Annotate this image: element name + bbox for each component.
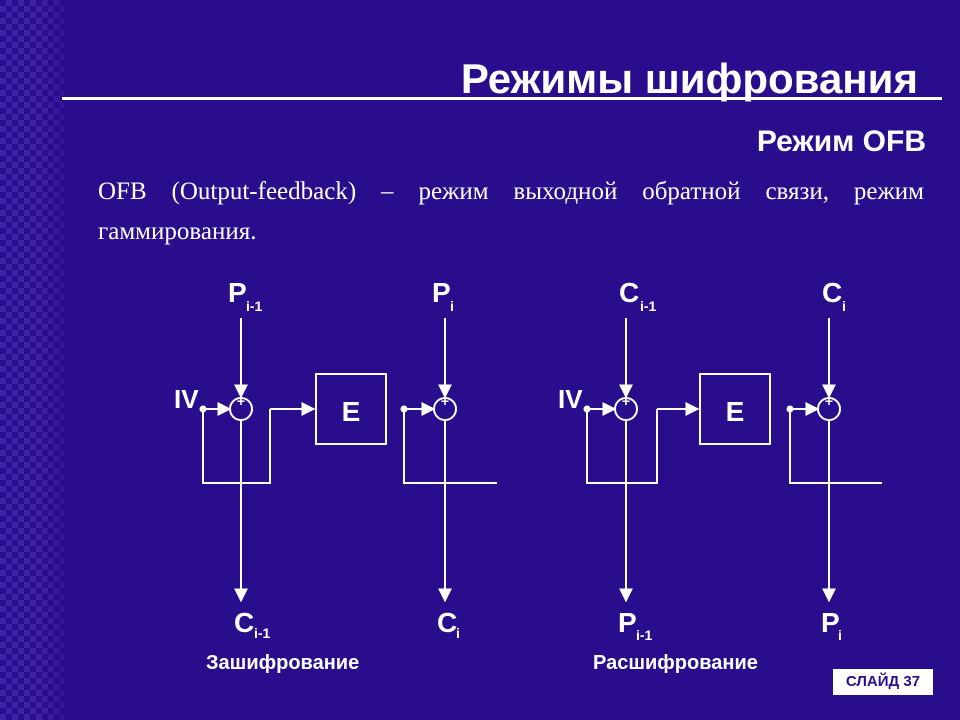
border-fade [40, 0, 80, 720]
dec-output2-label: P [821, 607, 840, 638]
encryption-caption: Зашифрование [206, 652, 360, 674]
svg-text:+: + [622, 393, 630, 409]
enc-block-label: E [342, 396, 361, 427]
dec-output2-sub: i [838, 627, 842, 643]
encryption-block-e [315, 373, 387, 445]
slide-number-badge: СЛАЙД 37 [831, 667, 935, 697]
svg-text:+: + [441, 393, 449, 409]
dec-block-label: E [726, 396, 745, 427]
dec-input-label: C [619, 277, 639, 308]
enc-input-label: P [228, 277, 247, 308]
enc-output2-sub: i [456, 625, 460, 641]
svg-text:+: + [237, 393, 245, 409]
svg-text:+: + [825, 393, 833, 409]
enc-output2-label: C [437, 607, 457, 638]
title-underline [62, 97, 942, 100]
enc-output-label: C [234, 607, 254, 638]
dec-output-sub: i-1 [636, 627, 653, 643]
slide-subtitle: Режим OFB [756, 125, 926, 158]
dec-input-sub: i-1 [640, 298, 657, 314]
dec-output-label: P [618, 607, 637, 638]
enc-input2-label: P [432, 277, 451, 308]
ofb-description: OFB (Output-feedback) – режим выходной о… [98, 178, 924, 245]
enc-input-sub: i-1 [246, 298, 263, 314]
decryption-caption: Расшифрование [593, 652, 758, 674]
decryption-diagram [583, 318, 882, 603]
decryption-block-e [699, 373, 771, 445]
enc-output-sub: i-1 [254, 625, 271, 641]
enc-iv-label: IV [174, 384, 199, 414]
enc-input2-sub: i [450, 298, 454, 314]
dec-input2-sub: i [842, 298, 846, 314]
encryption-diagram [199, 318, 497, 603]
slide-title: Режимы шифрования [460, 55, 918, 102]
dec-iv-label: IV [558, 384, 583, 414]
dec-input2-label: C [822, 277, 842, 308]
